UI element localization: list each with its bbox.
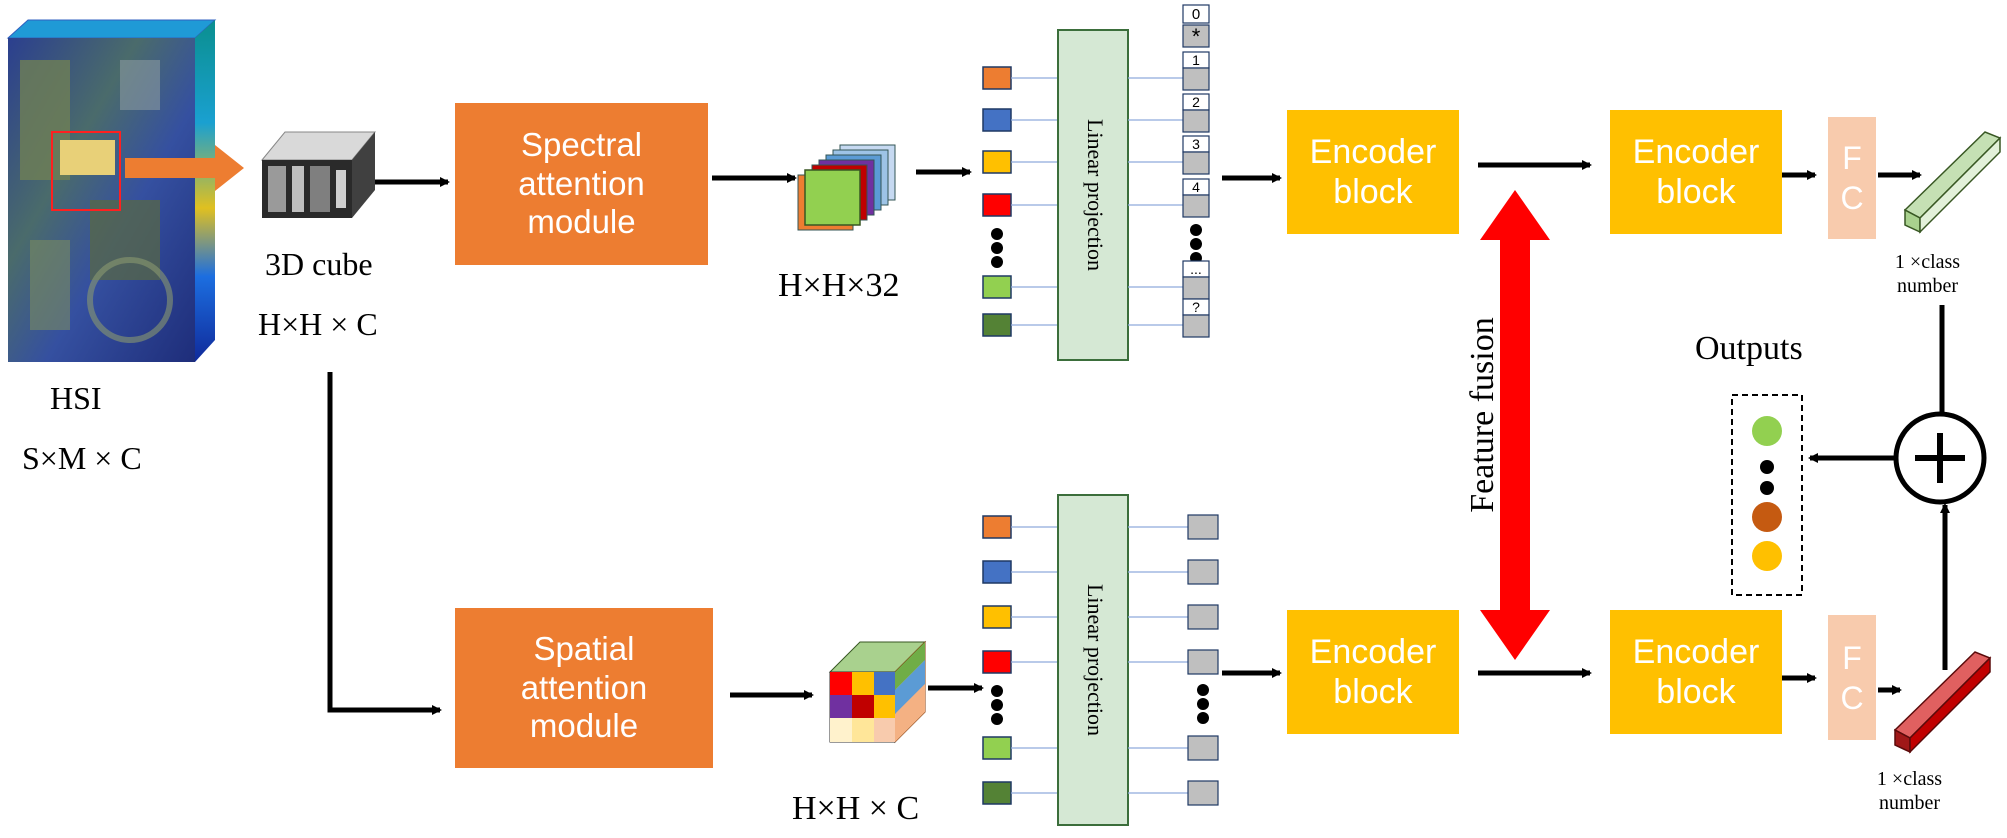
hsi-label: HSI xyxy=(50,380,102,416)
patch-square xyxy=(982,560,1012,584)
fc-layer-bottom: F C xyxy=(1828,615,1876,740)
patch-ellipsis-dot xyxy=(991,256,1003,268)
token-box xyxy=(1187,559,1219,585)
token-box xyxy=(1182,194,1210,218)
patch-square xyxy=(982,605,1012,629)
token-box xyxy=(1187,514,1219,540)
3d-cube-image xyxy=(260,131,377,218)
cube-label: 3D cube xyxy=(265,246,373,282)
token-box xyxy=(1187,649,1219,675)
token-box xyxy=(1182,314,1210,338)
token-label: * xyxy=(1192,24,1201,49)
token-box xyxy=(1182,67,1210,91)
patch-ellipsis-dot xyxy=(991,713,1003,725)
output-dot xyxy=(1752,541,1782,571)
token-label: ? xyxy=(1192,299,1200,315)
encoder-block-top-1: Encoder block xyxy=(1287,110,1459,234)
token-label: 0 xyxy=(1192,6,1200,23)
token-box xyxy=(1182,24,1210,48)
class-number-label-top: 1 ×class number xyxy=(1894,251,1961,297)
feature-fusion-arrow xyxy=(1480,190,1550,660)
output-dot xyxy=(1752,502,1782,532)
token-ellipsis-dot xyxy=(1197,712,1209,724)
token-box xyxy=(1182,151,1210,175)
hsi-dims: S×M × C xyxy=(22,440,142,476)
patch-square xyxy=(982,275,1012,299)
patch-ellipsis-dot xyxy=(991,242,1003,254)
token-ellipsis-dot xyxy=(1190,238,1202,250)
encoder-block-top-2: Encoder block xyxy=(1610,110,1782,234)
output-dot xyxy=(1752,416,1782,446)
cube-dims: H×H × C xyxy=(258,306,378,342)
token-label: 2 xyxy=(1192,94,1200,110)
token-box xyxy=(1182,4,1210,24)
patch-tokens-top xyxy=(982,66,1058,337)
linear-projection-top-label: Linear projection xyxy=(1083,119,1108,271)
patch-square xyxy=(982,193,1012,217)
arrows xyxy=(327,160,1950,715)
token-label: 1 xyxy=(1192,52,1200,68)
spatial-attention-module: Spatial attention module xyxy=(455,608,713,768)
spectral-feature-stack xyxy=(797,144,896,231)
class-number-label-bottom: 1 ×class number xyxy=(1876,768,1943,814)
output-tokens-bottom xyxy=(1128,514,1219,806)
output-tokens-top: 0* 1 2 3 4...? xyxy=(1128,4,1210,338)
output-dot xyxy=(1760,460,1774,474)
patch-tokens-bottom xyxy=(982,515,1058,805)
token-ellipsis-dot xyxy=(1197,698,1209,710)
hsi-cube-image xyxy=(6,19,217,362)
patch-square xyxy=(982,515,1012,539)
spatial-feature-cube xyxy=(828,640,927,744)
encoder-block-bottom-1: Encoder block xyxy=(1287,610,1459,734)
output-dots xyxy=(1752,416,1782,571)
linear-projection-top xyxy=(1057,29,1129,361)
fc-layer-top: F C xyxy=(1828,117,1876,239)
patch-square xyxy=(982,66,1012,90)
encoder-block-bottom-2: Encoder block xyxy=(1610,610,1782,734)
patch-square xyxy=(982,781,1012,805)
token-ellipsis-dot xyxy=(1190,224,1202,236)
patch-square xyxy=(982,108,1012,132)
patch-square xyxy=(982,150,1012,174)
class-vector-top xyxy=(1903,131,2002,234)
feature-fusion-label: Feature fusion xyxy=(1464,317,1501,512)
token-box xyxy=(1187,780,1219,806)
patch-ellipsis-dot xyxy=(991,685,1003,697)
patch-ellipsis-dot xyxy=(991,699,1003,711)
token-label: ... xyxy=(1190,261,1202,277)
spatial-feature-dims: H×H × C xyxy=(792,790,920,827)
spectral-feature-dims: H×H×32 xyxy=(778,267,900,304)
token-box xyxy=(1187,735,1219,761)
linear-projection-bottom-label: Linear projection xyxy=(1083,584,1108,736)
patch-square xyxy=(982,650,1012,674)
token-box xyxy=(1182,109,1210,133)
token-box xyxy=(1187,604,1219,630)
spectral-attention-module: Spectral attention module xyxy=(455,103,708,265)
token-box xyxy=(1182,276,1210,300)
class-vector-bottom xyxy=(1893,651,1992,754)
token-label: 3 xyxy=(1192,136,1200,152)
outputs-label: Outputs xyxy=(1695,330,1803,367)
outputs-box xyxy=(1731,394,1803,596)
patch-square xyxy=(982,736,1012,760)
hsi-to-cube-arrow xyxy=(125,145,244,191)
patch-square xyxy=(982,313,1012,337)
output-dot xyxy=(1760,481,1774,495)
patch-ellipsis-dot xyxy=(991,228,1003,240)
token-label: 4 xyxy=(1192,179,1200,195)
token-ellipsis-dot xyxy=(1197,684,1209,696)
linear-projection-bottom xyxy=(1057,494,1129,826)
